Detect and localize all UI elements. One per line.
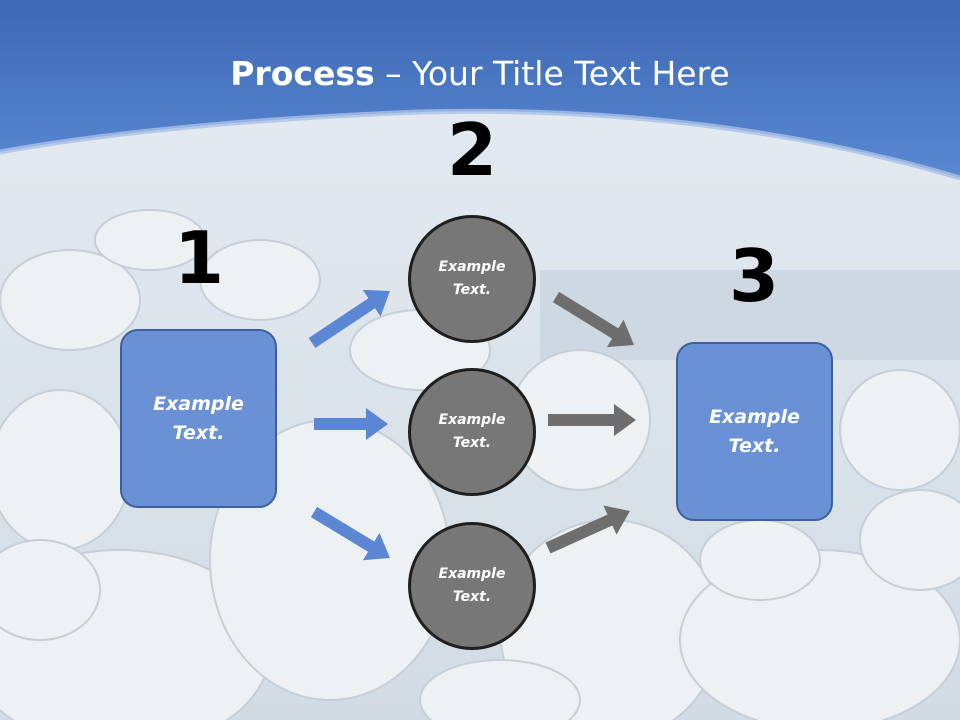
step-3-box-text: Example Text. [709,405,800,457]
step-3-box: Example Text. [676,342,833,521]
step-number-1: 1 [173,216,225,300]
step-number-2: 2 [446,108,498,192]
step-2-circle-middle-text: Example Text. [438,412,506,451]
arrow-box1-to-circle-middle [314,408,388,440]
step-2-circle-bottom: Example Text. [408,522,536,650]
arrow-circle-top-to-box3 [552,291,634,348]
step-2-circle-top: Example Text. [408,215,536,343]
arrow-box1-to-circle-bottom [310,506,390,561]
step-number-3: 3 [728,234,780,318]
step-2-circle-top-text: Example Text. [438,259,506,298]
title-rest: – Your Title Text Here [374,54,730,93]
arrow-circle-bottom-to-box3 [545,505,630,554]
arrow-box1-to-circle-top [308,289,390,348]
step-1-box: Example Text. [120,329,277,508]
step-2-circle-middle: Example Text. [408,368,536,496]
arrow-circle-middle-to-box3 [548,404,636,436]
step-1-box-text: Example Text. [153,392,244,444]
title-bold: Process [230,54,375,93]
slide-title: Process – Your Title Text Here [0,52,960,96]
step-2-circle-bottom-text: Example Text. [438,566,506,605]
